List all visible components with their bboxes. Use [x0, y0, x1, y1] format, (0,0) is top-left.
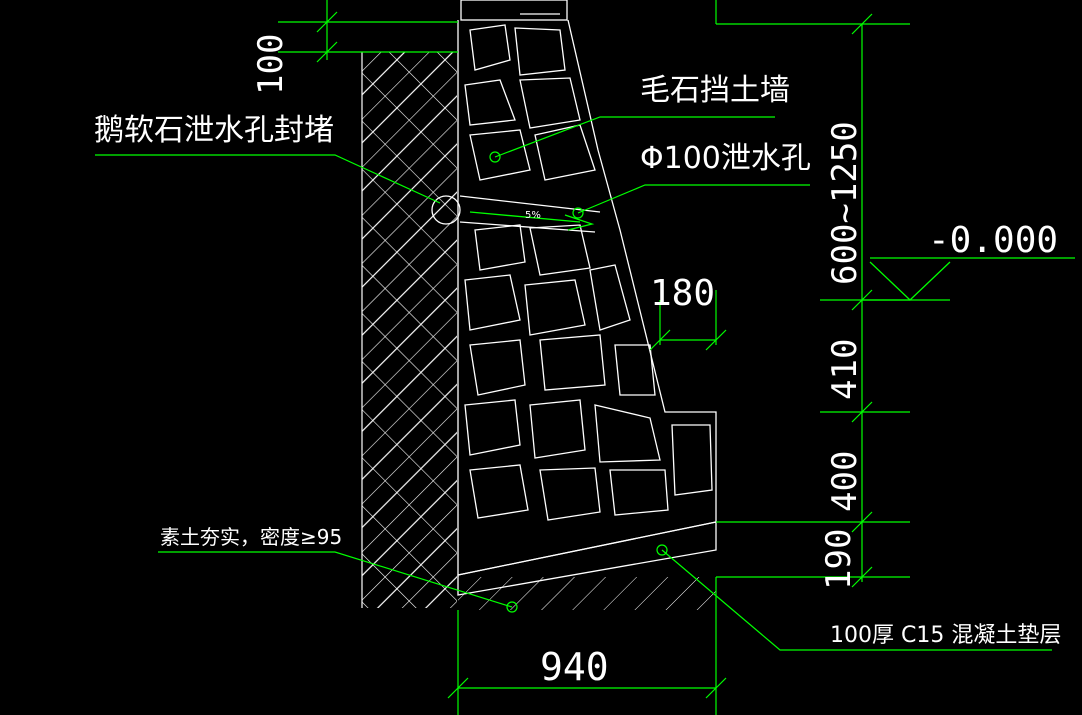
dim-base-width: 940	[540, 645, 609, 689]
dim-top-width: 180	[650, 273, 715, 314]
rubble-wall	[457, 0, 717, 577]
compacted-soil	[458, 577, 716, 610]
drain-hole	[431, 195, 601, 233]
elevation-label: -0.000	[928, 220, 1058, 261]
dim-h4: 190	[819, 529, 859, 590]
label-drain-hole: Φ100泄水孔	[640, 141, 811, 176]
label-plug: 鹅软石泄水孔封堵	[94, 113, 334, 148]
concrete-cushion	[457, 521, 717, 596]
elevation-marker	[862, 257, 1075, 301]
base-width-dimension	[447, 577, 727, 715]
label-soil: 素土夯实，密度≥95	[160, 525, 342, 549]
dim-h3: 400	[825, 451, 865, 512]
label-wall: 毛石挡土墙	[640, 73, 790, 108]
leaders	[95, 116, 1052, 651]
backfill-soil	[361, 52, 457, 608]
dim-h1: 600~1250	[825, 121, 865, 285]
top-left-dimension	[278, 0, 458, 63]
slope-label: 5%	[525, 210, 541, 221]
dim-cut-top: 100	[251, 34, 291, 95]
top-width-dimension	[649, 290, 727, 351]
dim-h2: 410	[825, 339, 865, 400]
label-cushion: 100厚 C15 混凝土垫层	[830, 623, 1061, 648]
